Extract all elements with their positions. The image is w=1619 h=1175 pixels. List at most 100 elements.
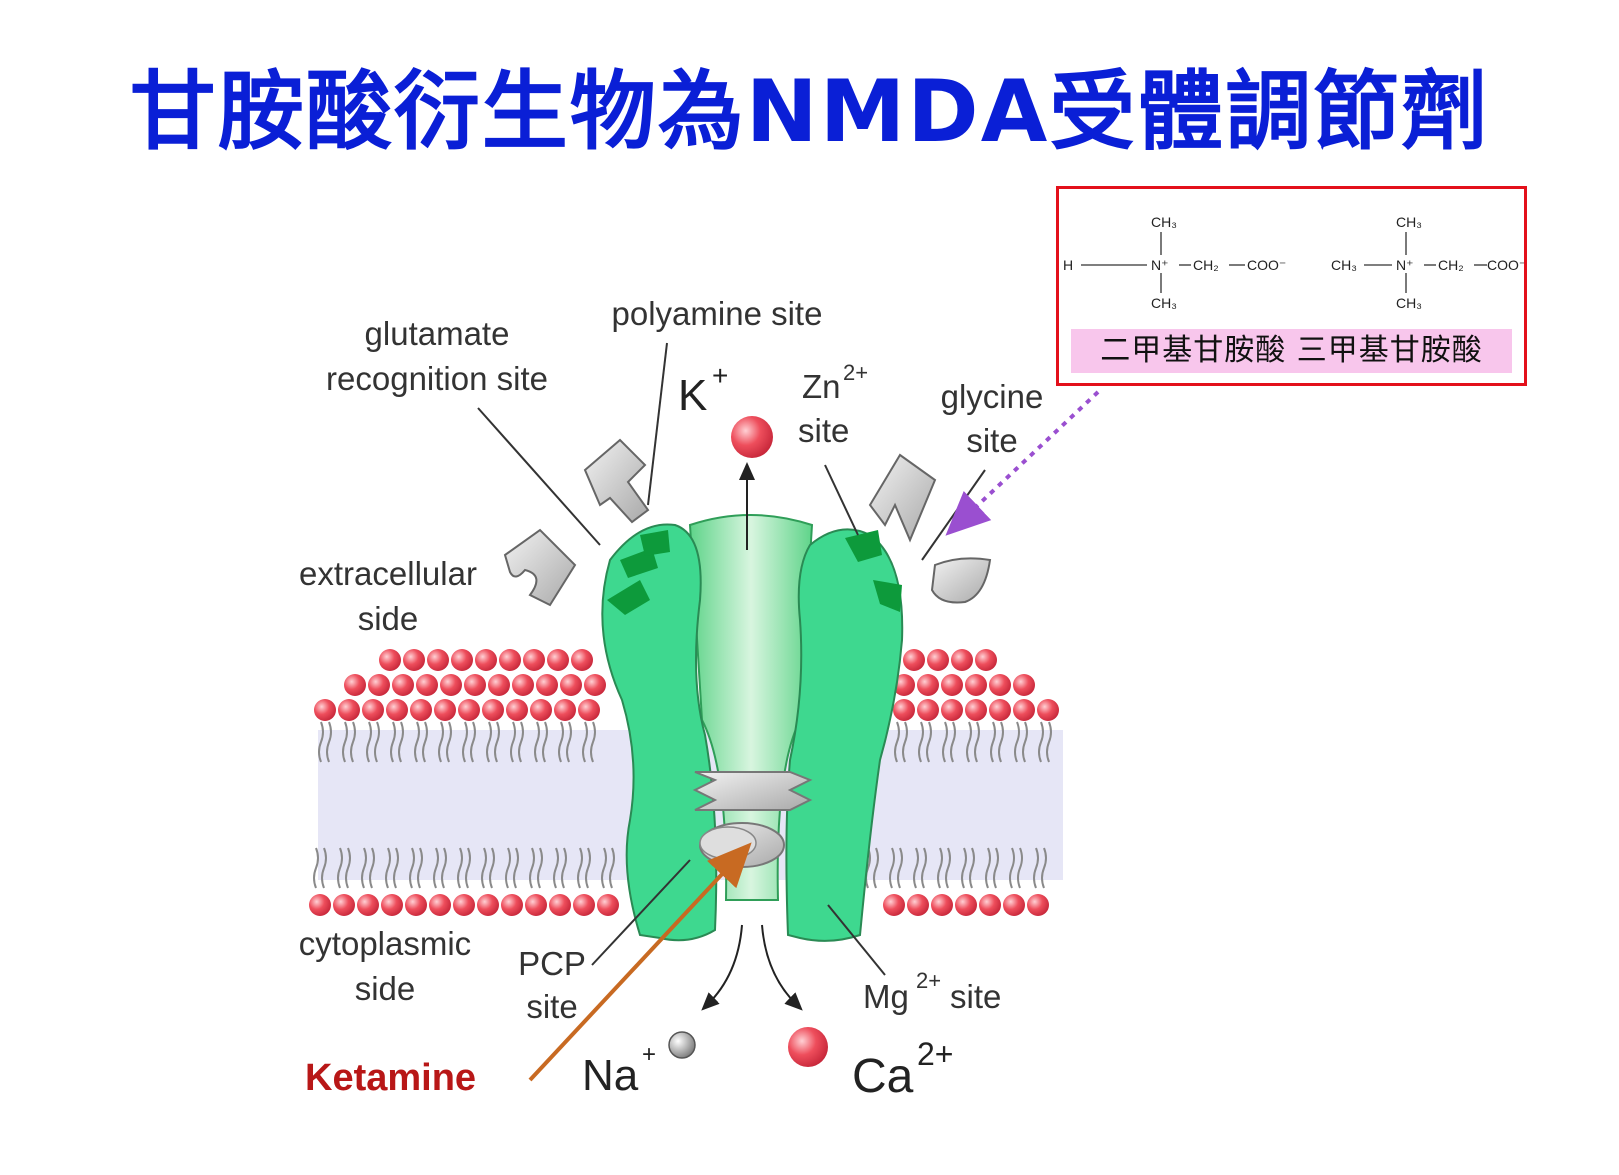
lipid-tail [385,847,391,889]
lipid-head [893,674,915,696]
receptor-right-subunit [785,528,904,942]
lipid-tail [945,847,951,889]
lipid-tail [313,847,319,889]
label-ketamine: Ketamine [305,1057,476,1099]
lipid-tail [321,847,327,889]
lipid-tail [1041,847,1047,889]
chem2-ch3-left: CH₃ [1331,257,1357,273]
lipid-tail [438,721,444,763]
lipid-tail [470,721,476,763]
lipid-head [464,674,486,696]
lipid-head [965,699,987,721]
glycine-ligand [930,557,992,604]
lipid-tail [481,847,487,889]
label-ca-sup: 2+ [917,1036,953,1072]
lipid-head [410,699,432,721]
lipid-tail [1022,721,1028,763]
lipid-head [1037,699,1059,721]
lipid-head [927,649,949,671]
lipid-head [883,894,905,916]
lipid-head [362,699,384,721]
label-polyamine: polyamine site [612,295,823,332]
lipid-tail [393,847,399,889]
lipid-tail [529,847,535,889]
lipid-head [523,649,545,671]
lipid-tail [902,721,908,763]
label-extracellular-2: side [358,600,419,637]
label-glycine-2: site [966,422,1017,459]
label-zn-sup: 2+ [843,360,868,385]
lipid-tail [457,847,463,889]
lipid-tail [942,721,948,763]
lipid-tail [374,721,380,763]
lipid-head [951,649,973,671]
na-ion [668,1031,696,1059]
k-ion [731,416,773,458]
label-extracellular-1: extracellular [299,555,477,592]
lipid-tail [350,721,356,763]
lipid-head [955,894,977,916]
lipid-head [578,699,600,721]
lipid-tail [1014,721,1020,763]
lipid-tail [441,847,447,889]
lipid-head [314,699,336,721]
chem1-coo: COO⁻ [1247,257,1286,273]
nmda-receptor [601,514,904,942]
label-k: K [678,371,707,420]
lipid-tail [422,721,428,763]
lipid-tail [462,721,468,763]
label-k-sup: + [712,360,728,391]
lipid-tail [974,721,980,763]
lipid-head [941,674,963,696]
lipid-tail [505,847,511,889]
lipid-head [907,894,929,916]
lipid-head [597,894,619,916]
lipid-tail [921,847,927,889]
lipid-tail [534,721,540,763]
pore-gate [692,771,813,811]
lipid-tail [585,847,591,889]
lipid-tail [326,721,332,763]
lipid-head [381,894,403,916]
lipid-tail [361,847,367,889]
chem2-coo: COO⁻ [1487,257,1524,273]
lipid-head [344,674,366,696]
label-na: Na [582,1051,639,1100]
lipid-tail [398,721,404,763]
lipid-head [386,699,408,721]
lipid-tail [558,721,564,763]
lipid-tail [542,721,548,763]
lipid-tail [1017,847,1023,889]
chem1-ch2: CH₂ [1193,257,1219,273]
label-glutamate-2: recognition site [326,360,548,397]
chemical-structures: CH₃ H N⁺ CH₂ COO⁻ CH₃ CH₃ CH₃ N⁺ CH₂ COO… [1063,214,1524,311]
lipid-head [573,894,595,916]
lipid-head [1013,699,1035,721]
polyamine-ligand [583,438,650,524]
lipid-head [584,674,606,696]
lipid-tail [366,721,372,763]
label-ca: Ca [852,1050,914,1103]
lipid-head [975,649,997,671]
lipid-tail [985,847,991,889]
label-glutamate-1: glutamate [365,315,510,352]
lipid-tail [993,847,999,889]
lipid-tail [926,721,932,763]
label-na-sup: + [642,1041,656,1068]
lipid-tail [894,721,900,763]
lipid-tail [918,721,924,763]
lipid-tail [998,721,1004,763]
lipid-head [917,699,939,721]
zn-ligand [868,453,937,543]
lipid-head [917,674,939,696]
lipid-head [979,894,1001,916]
lipid-head [405,894,427,916]
lipid-tail [1038,721,1044,763]
lipid-head [1027,894,1049,916]
glycine-derivatives-box: CH₃ H N⁺ CH₂ COO⁻ CH₃ CH₃ CH₃ N⁺ CH₂ COO… [1056,186,1527,386]
lipid-tail [489,847,495,889]
lipid-tail [337,847,343,889]
lipid-tail [369,847,375,889]
chem1-ch3-top: CH₃ [1151,214,1177,230]
lipid-head [403,649,425,671]
